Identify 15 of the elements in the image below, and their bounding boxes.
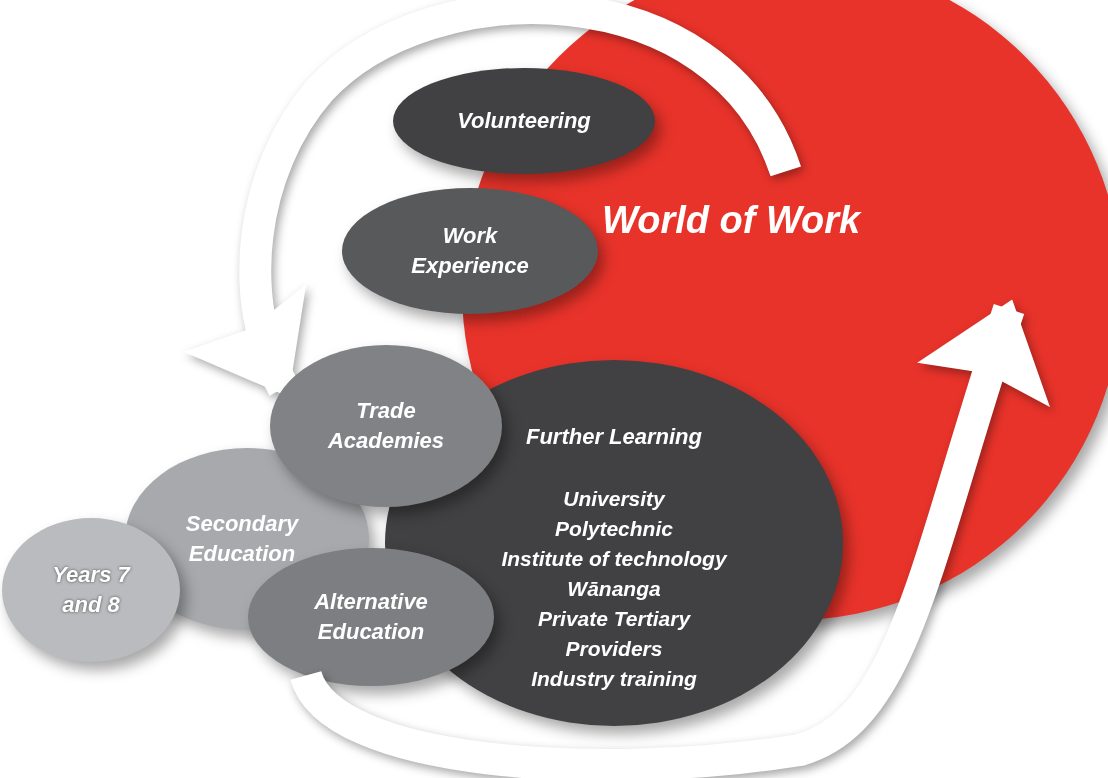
list-item: University [563,486,665,512]
list-item: Industry training [531,666,697,692]
node-title: Further Learning [526,423,702,451]
stage-ellipse [342,188,598,314]
list-item: Wānanga [567,576,661,602]
list-item: Institute of technology [501,546,727,572]
node-title: Work Experience [410,222,530,280]
list-item: Private Tertiary Providers [536,606,692,662]
node-title: Trade Academies [326,397,446,455]
node-title: Volunteering [457,107,591,135]
node-title: Secondary Education [184,510,300,568]
node-title: Years 7 and 8 [51,561,132,619]
node-title: Alternative Education [313,588,429,646]
node-title: World of Work [602,198,861,242]
list-item: Polytechnic [555,516,673,542]
